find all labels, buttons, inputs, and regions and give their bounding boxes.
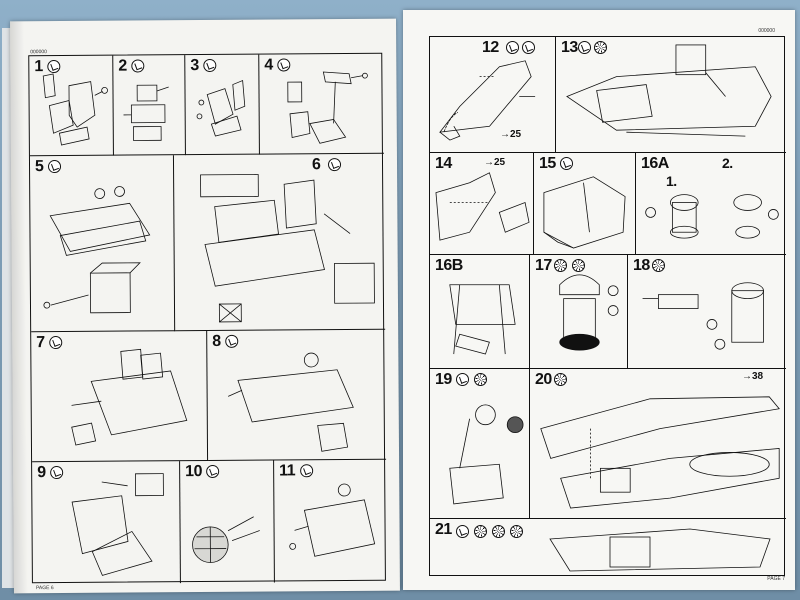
step-number: 12 bbox=[482, 39, 499, 56]
glue-icon bbox=[456, 373, 469, 386]
cockpit-interior-drawing bbox=[207, 330, 386, 460]
glue-icon bbox=[456, 525, 469, 538]
step-panel-9: 9 bbox=[32, 461, 181, 585]
reference-arrow: 38 bbox=[742, 371, 763, 382]
seat-parts-drawing bbox=[113, 55, 185, 154]
step-panel-8: 8 bbox=[207, 329, 387, 461]
paint-icon bbox=[652, 259, 665, 272]
paint-icon bbox=[510, 525, 523, 538]
cockpit-tub-drawing bbox=[174, 154, 385, 330]
step-panel-17: 17 bbox=[530, 255, 628, 369]
paint-icon bbox=[594, 41, 607, 54]
step-panel-7: 7 bbox=[31, 330, 209, 463]
glue-icon bbox=[506, 41, 519, 54]
step-panel-20: 20 38 bbox=[530, 369, 786, 519]
cockpit-side-drawing bbox=[31, 331, 207, 461]
step-number: 15 bbox=[539, 155, 556, 172]
turret-dome-drawing bbox=[530, 255, 627, 368]
reference-arrow: 25 bbox=[484, 157, 505, 168]
page-footer: PAGE 6 bbox=[35, 585, 54, 592]
cockpit-floor-drawing bbox=[30, 155, 174, 331]
paint-icon bbox=[474, 373, 487, 386]
option-label-1: 1. bbox=[666, 173, 677, 189]
step-number: 19 bbox=[435, 371, 452, 388]
option-label-2: 2. bbox=[722, 155, 733, 171]
step-panel-13: 13 bbox=[556, 37, 786, 153]
glue-icon bbox=[522, 41, 535, 54]
fuselage-closing-drawing bbox=[430, 519, 786, 577]
fuselage-half-drawing bbox=[556, 37, 786, 152]
step-panel-19: 19 bbox=[430, 369, 530, 519]
step-number: 17 bbox=[535, 257, 552, 274]
step-panel-10: 10 bbox=[180, 460, 275, 584]
turret-mount-drawing bbox=[430, 255, 529, 368]
step-panel-18: 18 bbox=[628, 255, 786, 369]
step-panel-15: 15 bbox=[534, 153, 636, 255]
step-panel-21: 21 bbox=[430, 519, 786, 577]
control-column-drawing bbox=[259, 54, 384, 154]
step-panel-2: 2 bbox=[113, 55, 186, 156]
step-panel-4: 4 bbox=[259, 53, 384, 155]
cockpit-final-drawing bbox=[274, 460, 387, 583]
glue-icon bbox=[578, 41, 591, 54]
step-number: 20 bbox=[535, 371, 552, 388]
fuselage-section-drawing bbox=[534, 153, 635, 254]
rear-bulkhead-drawing bbox=[32, 461, 180, 584]
paint-icon bbox=[554, 259, 567, 272]
steps-grid-left: 1 2 3 bbox=[28, 52, 387, 585]
step-number: 13 bbox=[561, 39, 578, 56]
step-number: 14 bbox=[435, 155, 452, 172]
step-panel-12: 12 25 bbox=[430, 37, 556, 153]
waist-gun-drawing bbox=[430, 369, 529, 518]
page-footer: PAGE 7 bbox=[767, 576, 785, 582]
page-shadow bbox=[10, 21, 29, 594]
step-panel-16B: 16B bbox=[430, 255, 530, 369]
instruction-page-right: 000000 12 25 13 bbox=[403, 10, 795, 590]
glue-icon bbox=[560, 157, 573, 170]
seat-assembly-drawing bbox=[29, 56, 113, 156]
paint-icon bbox=[492, 525, 505, 538]
paint-icon bbox=[572, 259, 585, 272]
fuselage-join-drawing bbox=[430, 153, 533, 254]
reference-arrow: 25 bbox=[500, 129, 521, 140]
step-number: 16A bbox=[641, 155, 669, 172]
step-panel-16A: 16A 2. 1. bbox=[636, 153, 786, 255]
step-number: 18 bbox=[633, 257, 650, 274]
step-panel-6: 6 bbox=[173, 153, 386, 332]
step-panel-14: 14 25 bbox=[430, 153, 534, 255]
step-number: 16B bbox=[435, 257, 463, 274]
step-panel-5: 5 bbox=[29, 155, 176, 333]
ball-turret-drawing bbox=[180, 461, 274, 584]
paint-icon bbox=[474, 525, 487, 538]
turret-guns-drawing bbox=[628, 255, 786, 368]
seat-frame-drawing bbox=[185, 55, 259, 155]
fuselage-assembly-drawing bbox=[530, 369, 786, 518]
instruction-page-left: 000000 1 2 bbox=[10, 18, 400, 594]
step-panel-1: 1 bbox=[29, 55, 114, 157]
turret-options-drawing bbox=[636, 153, 786, 254]
fuselage-nose-drawing bbox=[430, 37, 555, 152]
step-number: 21 bbox=[435, 521, 452, 538]
step-panel-11: 11 bbox=[274, 460, 387, 583]
paint-icon bbox=[554, 373, 567, 386]
page-header-code: 000000 bbox=[758, 28, 775, 34]
step-panel-3: 3 bbox=[185, 54, 260, 156]
steps-grid-right: 12 25 13 bbox=[429, 36, 786, 577]
